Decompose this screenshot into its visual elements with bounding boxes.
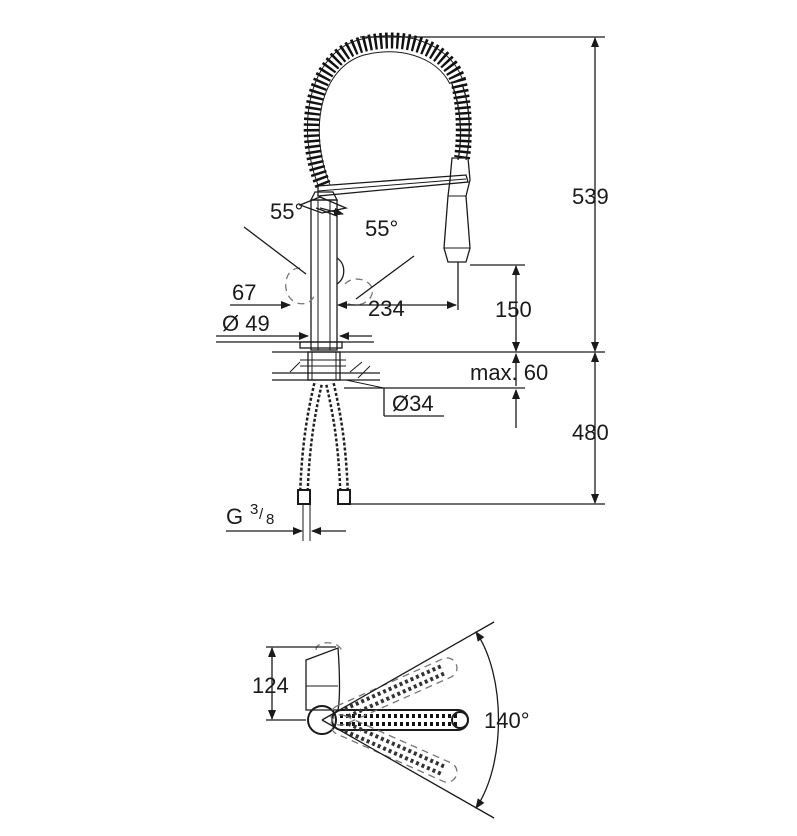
thread-label: G xyxy=(226,504,243,529)
svg-text:/: / xyxy=(259,506,264,523)
dim-lever-angle-left: 55° xyxy=(270,199,303,224)
thread-numerator: 3 xyxy=(250,501,258,518)
dim-body-diameter: Ø 49 xyxy=(222,311,270,336)
dim-hole-diameter: Ø34 xyxy=(392,391,434,416)
faucet-body xyxy=(298,191,349,351)
dim-depth: 124 xyxy=(252,673,289,698)
top-view: 124 140° xyxy=(252,621,530,819)
dim-lever-angle-right: 55° xyxy=(365,216,398,241)
dim-handle-offset: 67 xyxy=(232,280,256,305)
supply-hoses xyxy=(297,382,351,505)
spout-arm xyxy=(317,174,469,197)
dim-height-total: 539 xyxy=(572,184,609,209)
thread-denominator: 8 xyxy=(266,511,274,528)
dim-swivel-angle: 140° xyxy=(484,708,530,733)
dim-spout-height: 150 xyxy=(495,297,532,322)
counter-plate xyxy=(216,341,605,381)
dim-counter-max: max. 60 xyxy=(470,360,548,385)
spray-head xyxy=(443,157,471,263)
spring-coil xyxy=(303,32,472,189)
side-view: 539 480 150 max. 60 234 67 Ø 49 Ø34 55° … xyxy=(216,32,609,541)
dim-reach: 234 xyxy=(368,296,405,321)
dim-height-below: 480 xyxy=(572,420,609,445)
